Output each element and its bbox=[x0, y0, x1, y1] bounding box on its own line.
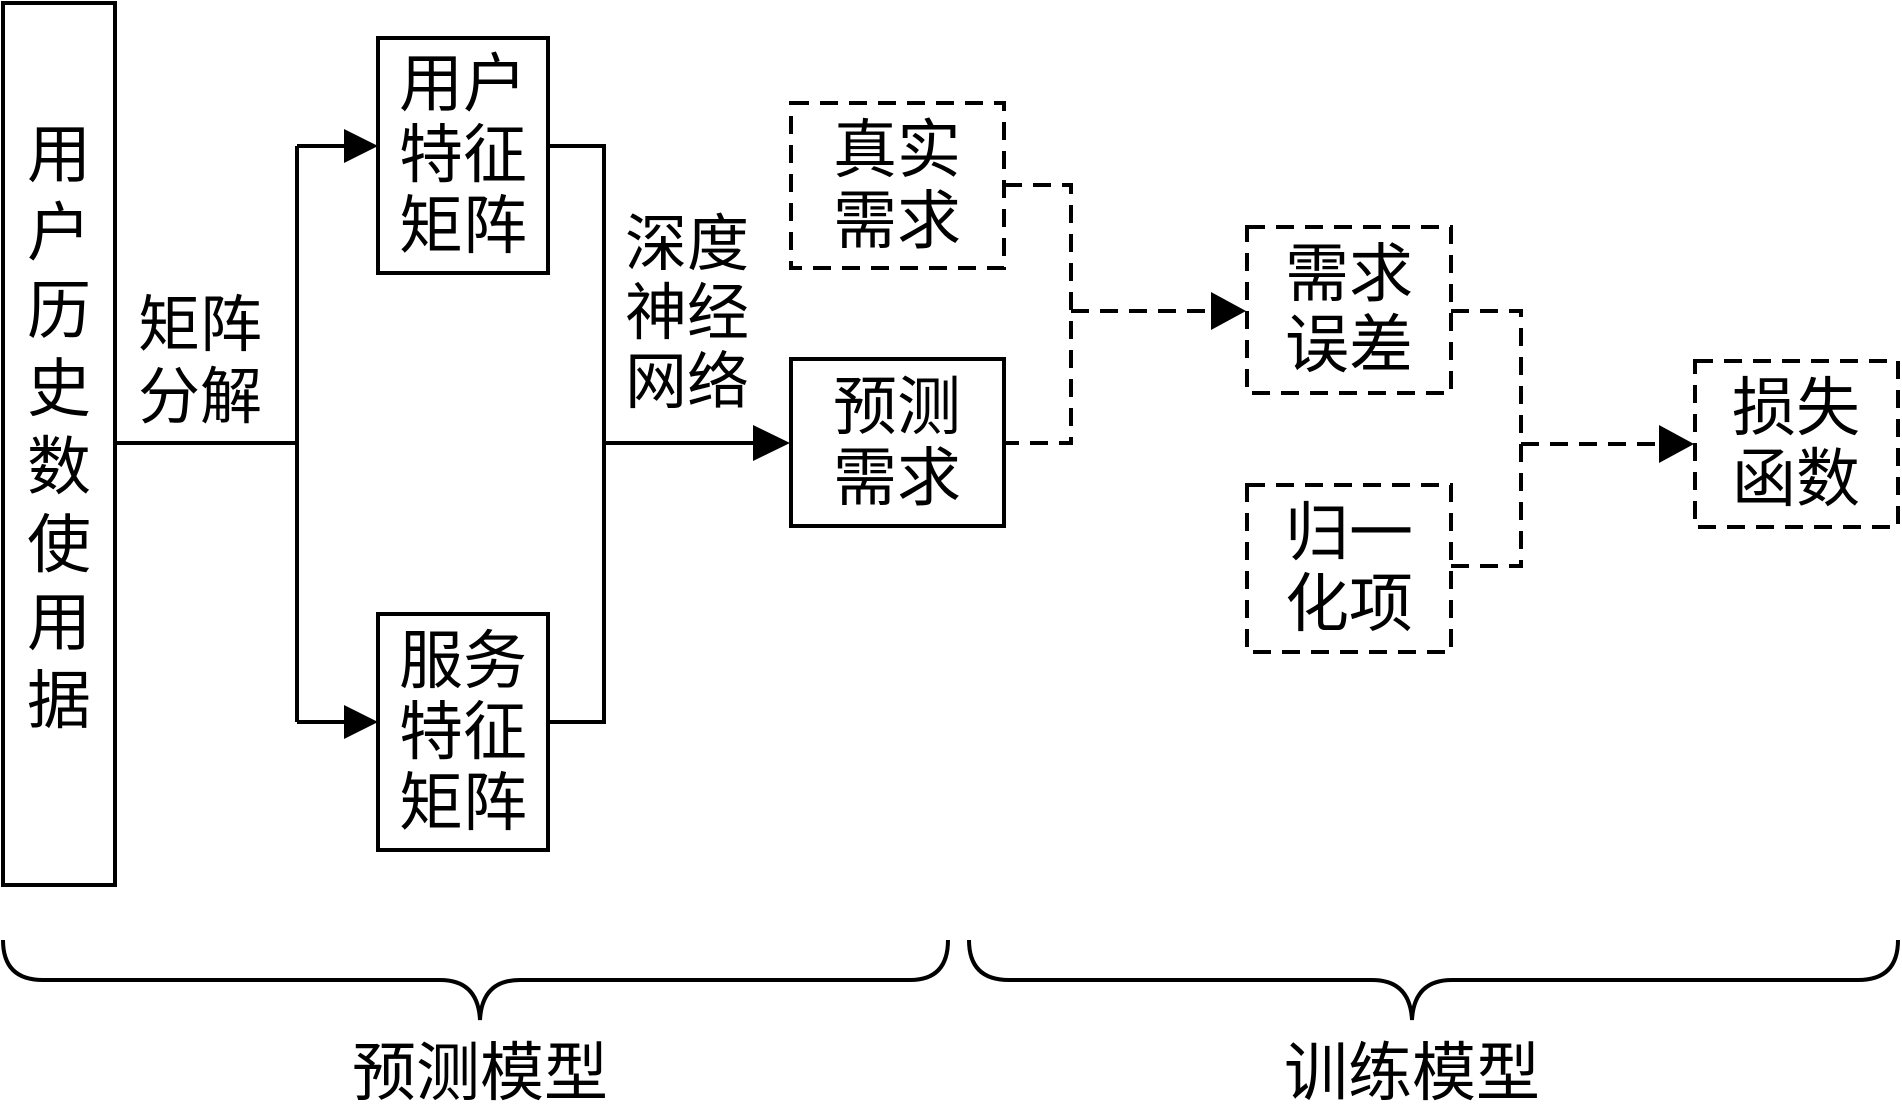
connector-merge-demands bbox=[1004, 183, 1073, 445]
history-node: 用 户 历 史 数 使 用 据 bbox=[1, 1, 117, 887]
pred-demand-node: 预测 需求 bbox=[789, 357, 1006, 528]
true-demand-line: 需求 bbox=[833, 185, 961, 259]
prediction-model-brace bbox=[1, 939, 950, 1021]
arrow-to-loss bbox=[1659, 425, 1694, 463]
dashed-connectors bbox=[1004, 183, 1694, 568]
prediction-model-label: 预测模型 bbox=[352, 1037, 608, 1107]
arrow-to-demand-error bbox=[1211, 292, 1246, 330]
matrix-factorization-line: 分解 bbox=[138, 360, 262, 433]
connector-merge-features bbox=[548, 144, 606, 724]
service-feature-box bbox=[376, 612, 550, 852]
pred-demand-line: 需求 bbox=[833, 442, 961, 516]
deep-nn-line: 网络 bbox=[625, 345, 749, 418]
service-feature-line: 特征 bbox=[399, 696, 527, 770]
regularization-box bbox=[1245, 483, 1453, 654]
loss-node: 损失 函数 bbox=[1693, 359, 1900, 529]
solid-connectors bbox=[115, 129, 790, 739]
history-char: 户 bbox=[27, 197, 91, 271]
regularization-node: 归一 化项 bbox=[1245, 483, 1453, 654]
regularization-line: 化项 bbox=[1285, 568, 1413, 642]
history-char: 据 bbox=[27, 665, 91, 739]
history-box bbox=[1, 1, 117, 887]
pred-demand-box bbox=[789, 357, 1006, 528]
user-feature-line: 矩阵 bbox=[399, 190, 527, 264]
loss-box bbox=[1693, 359, 1900, 529]
service-feature-line: 服务 bbox=[399, 625, 527, 699]
demand-error-line: 误差 bbox=[1285, 309, 1413, 383]
prediction-model-brace-group: 预测模型 bbox=[1, 939, 950, 1107]
true-demand-line: 真实 bbox=[833, 114, 961, 188]
arrow-to-service-feature bbox=[344, 705, 378, 739]
history-char: 使 bbox=[27, 509, 91, 583]
true-demand-box bbox=[789, 101, 1006, 270]
matrix-factorization-line: 矩阵 bbox=[138, 288, 262, 361]
deep-nn-line: 深度 bbox=[625, 207, 749, 280]
true-demand-node: 真实 需求 bbox=[789, 101, 1006, 270]
arrow-to-pred-demand bbox=[753, 425, 790, 461]
matrix-factorization-label: 矩阵 分解 bbox=[138, 288, 262, 433]
loss-line: 函数 bbox=[1732, 443, 1860, 517]
demand-error-node: 需求 误差 bbox=[1245, 225, 1453, 395]
service-feature-node: 服务 特征 矩阵 bbox=[376, 612, 550, 852]
deep-nn-line: 神经 bbox=[625, 276, 749, 349]
service-feature-line: 矩阵 bbox=[399, 767, 527, 841]
deep-nn-label: 深度 神经 网络 bbox=[625, 207, 749, 418]
history-char: 历 bbox=[27, 275, 91, 349]
user-feature-node: 用户 特征 矩阵 bbox=[376, 36, 550, 275]
loss-line: 损失 bbox=[1732, 372, 1860, 446]
history-char: 史 bbox=[27, 353, 91, 427]
demand-error-box bbox=[1245, 225, 1453, 395]
regularization-line: 归一 bbox=[1285, 497, 1413, 571]
user-feature-line: 特征 bbox=[399, 119, 527, 193]
user-feature-box bbox=[376, 36, 550, 275]
arrow-to-user-feature bbox=[344, 129, 378, 163]
pred-demand-line: 预测 bbox=[833, 371, 961, 445]
user-feature-line: 用户 bbox=[399, 48, 527, 122]
demand-error-line: 需求 bbox=[1285, 238, 1413, 312]
connector-merge-error-reg bbox=[1451, 309, 1523, 568]
history-char: 数 bbox=[27, 431, 91, 505]
training-model-brace-group: 训练模型 bbox=[967, 939, 1900, 1107]
training-model-label: 训练模型 bbox=[1284, 1037, 1540, 1107]
history-char: 用 bbox=[27, 119, 91, 193]
history-char: 用 bbox=[27, 587, 91, 661]
training-model-brace bbox=[967, 939, 1900, 1021]
